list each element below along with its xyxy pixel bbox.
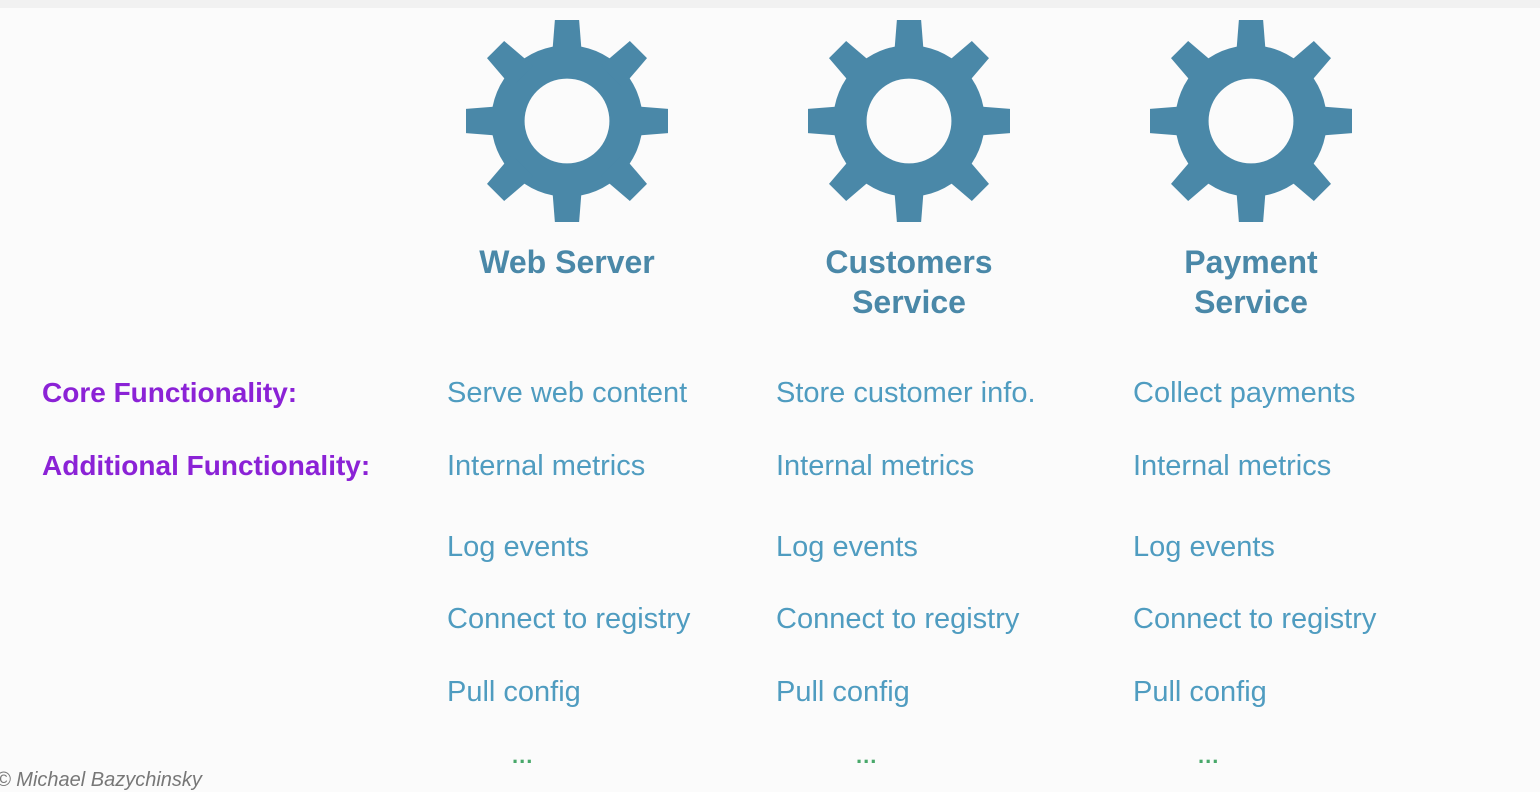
top-bar <box>0 0 1540 8</box>
customers-service-additional-item: Log events <box>776 531 918 563</box>
title-line: Payment <box>1184 244 1318 280</box>
gear-tooth <box>1235 20 1267 59</box>
payment-service-additional-item: Log events <box>1133 531 1275 563</box>
gear-tooth <box>629 105 668 137</box>
gear-tooth <box>893 20 925 59</box>
customers-service-additional-item: Internal metrics <box>776 450 975 482</box>
web-server-gear-icon <box>466 20 668 222</box>
title-line: Service <box>852 284 966 320</box>
gear-tooth <box>551 20 583 59</box>
gear-tooth <box>1171 154 1218 201</box>
customers-service-core-item: Store customer info. <box>776 377 1036 409</box>
gear-tooth <box>1150 105 1189 137</box>
title-line: Customers <box>825 244 993 280</box>
core-functionality-label: Core Functionality: <box>42 377 298 408</box>
web-server-title: Web Server <box>437 242 697 282</box>
customers-service-ellipsis: ... <box>856 743 878 768</box>
gear-tooth <box>1171 41 1218 88</box>
gear-tooth <box>971 105 1010 137</box>
gear-hole <box>866 78 952 164</box>
gear-tooth <box>600 154 647 201</box>
copyright-text: © Michael Bazychinsky <box>0 769 202 791</box>
gear-tooth <box>487 41 534 88</box>
gear-tooth <box>600 41 647 88</box>
gear-tooth <box>829 41 876 88</box>
gear-tooth <box>551 183 583 222</box>
additional-functionality-label: Additional Functionality: <box>42 450 371 481</box>
gear-tooth <box>1284 41 1331 88</box>
title-line: Web Server <box>479 244 655 280</box>
gear-tooth <box>1284 154 1331 201</box>
gear-tooth <box>942 41 989 88</box>
customers-service-title: Customers Service <box>779 242 1039 322</box>
payment-service-title: Payment Service <box>1121 242 1381 322</box>
web-server-additional-item: Connect to registry <box>447 603 691 635</box>
customers-service-gear-icon <box>808 20 1010 222</box>
web-server-additional-item: Log events <box>447 531 589 563</box>
gear-tooth <box>808 105 847 137</box>
web-server-ellipsis: ... <box>512 743 534 768</box>
payment-service-ellipsis: ... <box>1198 743 1220 768</box>
title-line: Service <box>1194 284 1308 320</box>
customers-service-additional-item: Pull config <box>776 676 910 708</box>
payment-service-gear-icon <box>1150 20 1352 222</box>
gear-tooth <box>466 105 505 137</box>
web-server-additional-item: Internal metrics <box>447 450 646 482</box>
gear-tooth <box>487 154 534 201</box>
gear-tooth <box>1235 183 1267 222</box>
web-server-additional-item: Pull config <box>447 676 581 708</box>
gear-tooth <box>942 154 989 201</box>
payment-service-core-item: Collect payments <box>1133 377 1356 409</box>
gear-tooth <box>893 183 925 222</box>
gear-hole <box>524 78 610 164</box>
payment-service-additional-item: Connect to registry <box>1133 603 1377 635</box>
gear-hole <box>1208 78 1294 164</box>
web-server-core-item: Serve web content <box>447 377 688 409</box>
gear-tooth <box>1313 105 1352 137</box>
payment-service-additional-item: Internal metrics <box>1133 450 1332 482</box>
gear-tooth <box>829 154 876 201</box>
payment-service-additional-item: Pull config <box>1133 676 1267 708</box>
customers-service-additional-item: Connect to registry <box>776 603 1020 635</box>
